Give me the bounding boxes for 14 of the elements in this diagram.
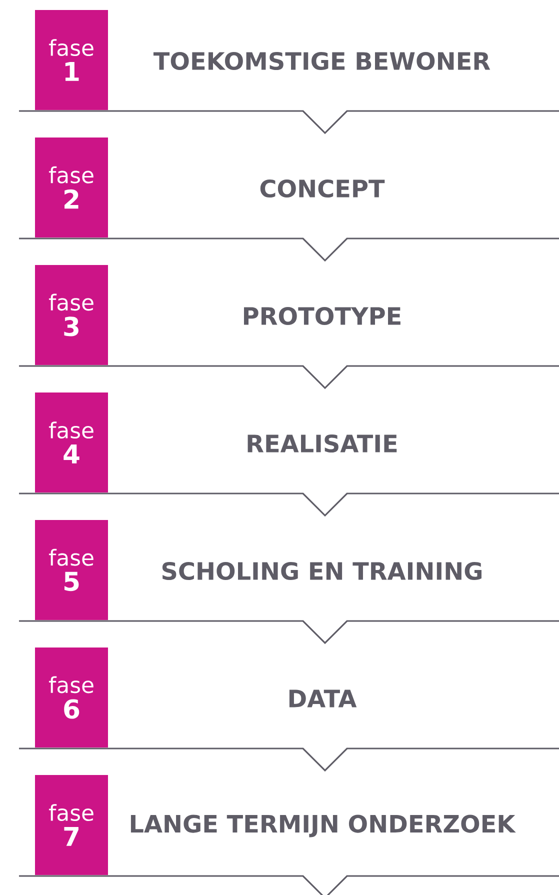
phase-title: CONCEPT: [260, 179, 385, 198]
phase-badge: fase 3: [35, 265, 108, 365]
phase-title: TOEKOMSTIGE BEWONER: [153, 52, 490, 70]
phase-badge: fase 2: [35, 138, 108, 238]
phase-badge: fase 5: [35, 520, 108, 620]
phase-title: REALISATIE: [248, 434, 397, 453]
phase-badge: fase 6: [35, 648, 108, 748]
phase-badge: fase 4: [35, 392, 108, 492]
phase-badge: fase 1: [35, 10, 108, 110]
phase-title: DATA: [289, 690, 357, 708]
phase-title: PROTOTYPE: [244, 306, 400, 326]
phase-badge: fase 7: [35, 775, 108, 875]
phase-title: SCHOLING EN TRAINING: [162, 562, 482, 580]
phase-title: LANGE TERMIJN ONDERZOEK: [130, 814, 516, 838]
